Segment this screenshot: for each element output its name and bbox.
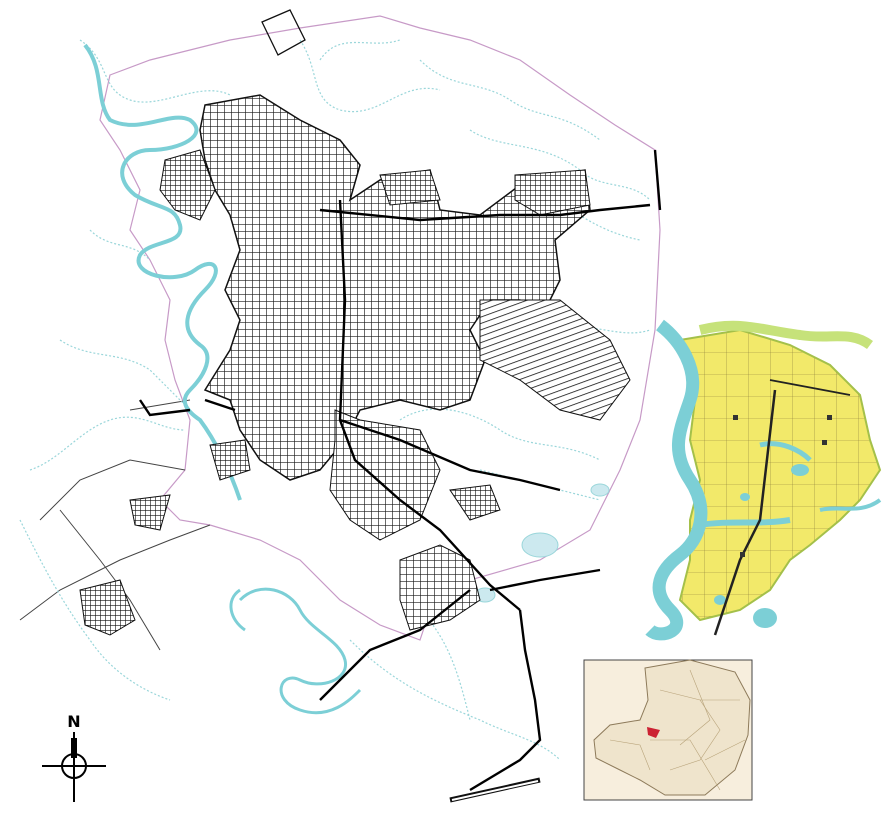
river [83, 43, 242, 501]
lake [590, 483, 610, 497]
urban-area [79, 94, 631, 636]
river-south [238, 587, 362, 715]
north-arrow-icon [42, 732, 106, 802]
district-boundary [19, 399, 211, 651]
inset-urban-core-map [645, 319, 882, 641]
main-roads [139, 149, 662, 792]
stream [229, 588, 246, 632]
state-locator-map [583, 659, 753, 801]
north-parcel [261, 9, 306, 56]
lake [521, 532, 559, 558]
airport-runway [449, 777, 541, 803]
north-arrow: N [38, 712, 110, 804]
north-label: N [67, 712, 81, 731]
